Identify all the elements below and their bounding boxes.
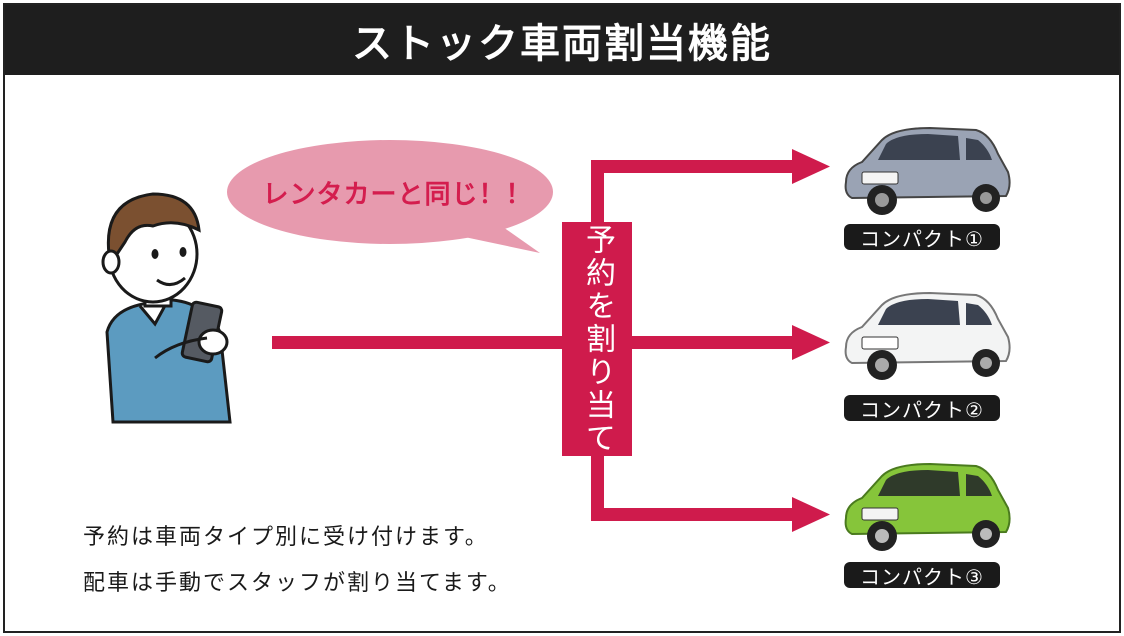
assign-box: 予約を割り当て xyxy=(562,222,632,456)
car-image-3 xyxy=(844,462,1011,551)
car-label-1: コンパクト① xyxy=(844,224,1000,251)
speech-bubble xyxy=(227,140,553,253)
person-with-tablet-icon xyxy=(101,192,232,424)
speech-bubble-text: レンタカーと同じ！！ xyxy=(262,180,533,210)
car-label-2: コンパクト② xyxy=(844,395,1000,422)
car-image-2 xyxy=(844,291,1011,380)
arrow-bottom-line xyxy=(591,508,801,521)
arrowhead-top xyxy=(792,149,830,184)
arrowhead-bottom xyxy=(792,497,830,532)
arrow-main-line xyxy=(272,336,802,349)
header-bar: ストック車両割当機能 xyxy=(5,5,1119,75)
arrowhead-middle xyxy=(792,325,830,360)
description-line-2: 配車は手動でスタッフが割り当てます。 xyxy=(83,571,512,596)
car-label-3: コンパクト③ xyxy=(844,562,1000,589)
arrow-top-line xyxy=(591,160,801,173)
description-line-1: 予約は車両タイプ別に受け付けます。 xyxy=(83,525,489,550)
page-title: ストック車両割当機能 xyxy=(352,21,772,67)
assign-label: 予約を割り当て xyxy=(580,223,615,455)
car-image-1 xyxy=(844,126,1011,215)
